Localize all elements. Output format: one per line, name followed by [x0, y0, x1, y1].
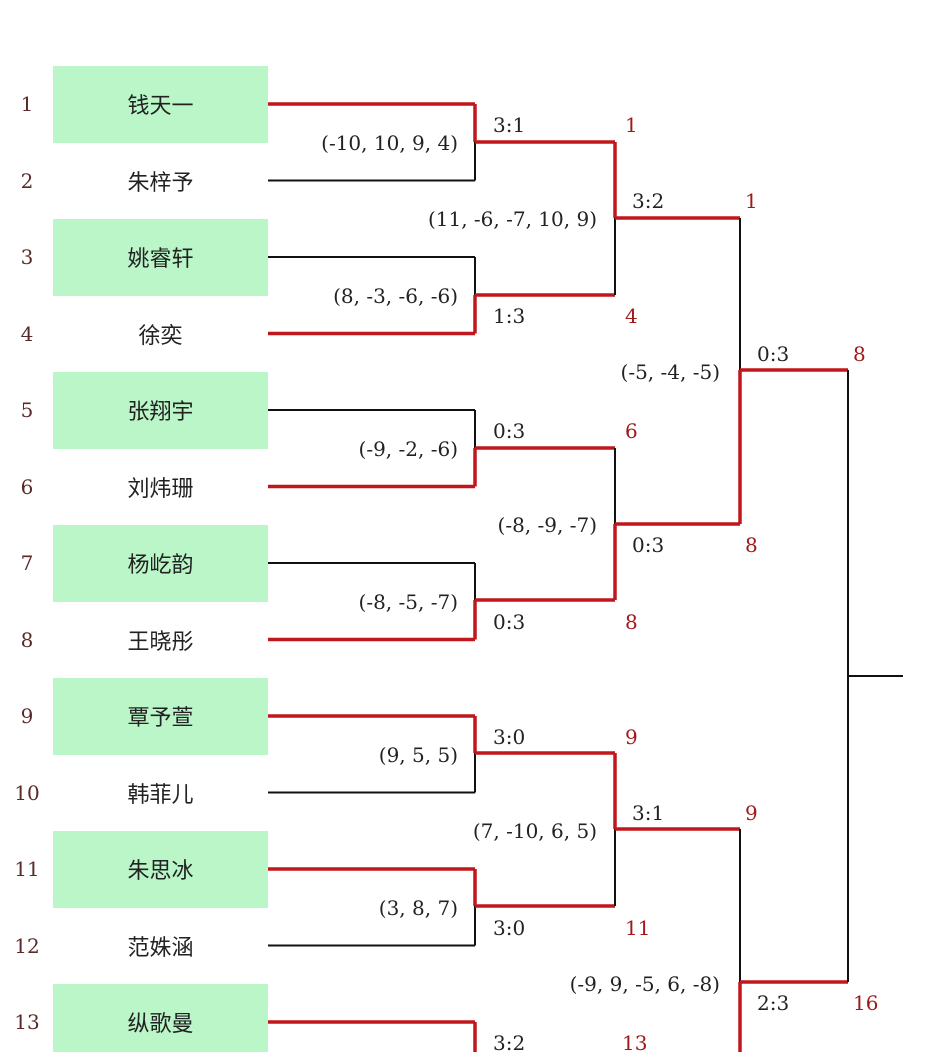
seed-number: 6	[20, 474, 34, 499]
game-scores: (7, -10, 6, 5)	[472, 819, 597, 843]
seeded-player-highlight	[53, 831, 268, 908]
match-score: 0:3	[493, 610, 526, 634]
player-name: 纵歌曼	[127, 1012, 194, 1037]
match-winner-seed: 9	[625, 725, 638, 749]
game-scores: (11, -6, -7, 10, 9)	[427, 207, 597, 231]
seed-number: 10	[14, 780, 40, 805]
seed-number: 4	[20, 321, 34, 346]
seed-number: 8	[20, 627, 34, 652]
match-winner-seed: 11	[625, 916, 651, 940]
match-winner-seed: 16	[853, 991, 879, 1015]
match-score: 3:2	[632, 189, 665, 213]
match-score: 2:3	[757, 991, 790, 1015]
seed-number: 2	[20, 168, 34, 193]
match-score: 3:2	[493, 1031, 526, 1052]
player-name: 徐奕	[138, 323, 183, 349]
match-score: 0:3	[757, 342, 790, 366]
match-winner-seed: 8	[625, 610, 638, 634]
seed-number: 7	[20, 551, 34, 575]
game-scores: (-5, -4, -5)	[620, 360, 720, 384]
player-name: 韩菲儿	[127, 782, 194, 808]
game-scores: (8, -3, -6, -6)	[333, 284, 458, 308]
seed-number: 5	[20, 398, 34, 422]
seed-number: 9	[20, 704, 34, 728]
match-winner-seed: 4	[625, 304, 638, 328]
game-scores: (-9, -2, -6)	[358, 437, 458, 461]
player-name: 张翔宇	[127, 400, 194, 425]
game-scores: (3, 8, 7)	[378, 896, 458, 920]
player-name: 范姝涵	[127, 935, 194, 961]
player-name: 覃予萱	[127, 706, 194, 731]
player-name: 朱梓予	[127, 170, 194, 196]
player-name: 钱天一	[127, 94, 194, 119]
seeded-player-highlight	[53, 66, 268, 143]
seeded-player-highlight	[53, 678, 268, 755]
game-scores: (-9, 9, -5, 6, -8)	[569, 972, 720, 996]
player-name: 姚睿轩	[127, 247, 194, 272]
match-score: 1:3	[493, 304, 526, 328]
match-winner-seed: 13	[622, 1031, 648, 1052]
seed-number: 12	[14, 933, 40, 958]
seeded-player-highlight	[53, 984, 268, 1052]
match-score: 3:1	[632, 801, 665, 825]
seeded-player-highlight	[53, 372, 268, 449]
match-winner-seed: 9	[745, 801, 758, 825]
game-scores: (9, 5, 5)	[378, 743, 458, 767]
seed-number: 1	[20, 92, 34, 116]
match-score: 0:3	[632, 533, 665, 557]
seed-number: 11	[14, 857, 40, 881]
match-score: 3:0	[493, 916, 526, 940]
match-score: 0:3	[493, 419, 526, 443]
match-winner-seed: 6	[625, 419, 638, 443]
match-winner-seed: 1	[625, 113, 638, 137]
match-score: 3:1	[493, 113, 526, 137]
match-winner-seed: 8	[745, 533, 758, 557]
player-name: 杨屹韵	[127, 553, 194, 578]
match-score: 3:0	[493, 725, 526, 749]
player-name: 朱思冰	[127, 859, 194, 884]
player-name: 王晓彤	[127, 629, 194, 655]
seed-number: 3	[20, 245, 34, 269]
match-winner-seed: 8	[853, 342, 866, 366]
seeded-player-highlight	[53, 525, 268, 602]
player-name: 刘炜珊	[127, 476, 194, 502]
match-winner-seed: 1	[745, 189, 758, 213]
game-scores: (-8, -9, -7)	[497, 513, 597, 537]
seeded-player-highlight	[53, 219, 268, 296]
game-scores: (-10, 10, 9, 4)	[321, 131, 458, 155]
seed-number: 13	[14, 1010, 40, 1034]
game-scores: (-8, -5, -7)	[358, 590, 458, 614]
